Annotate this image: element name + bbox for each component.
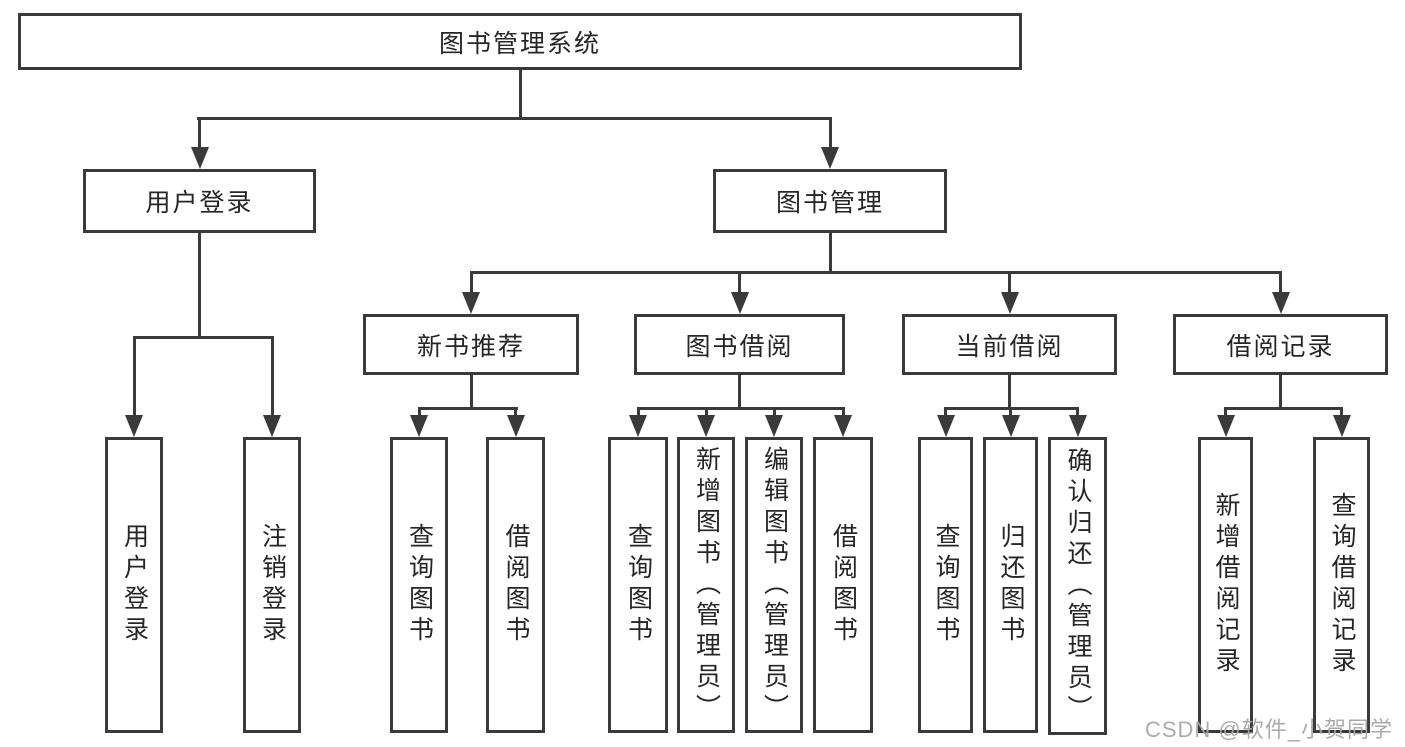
- node-current-borrowing: 当前借阅: [902, 314, 1117, 375]
- connector-line-v: [1009, 407, 1012, 417]
- leaf-borrow-books-recommend-label: 借阅图书: [502, 523, 530, 647]
- connector-line-h: [417, 407, 518, 410]
- leaf-confirm-return-admin: 确认归还（管理员）: [1048, 437, 1107, 735]
- node-borrowing-records: 借阅记录: [1173, 314, 1388, 375]
- node-book-borrowing-label: 图书借阅: [685, 332, 794, 361]
- connector-line-v: [841, 407, 845, 417]
- node-book-management: 图书管理: [713, 169, 947, 233]
- connector-line-v: [417, 407, 421, 417]
- connector-line-v: [636, 407, 640, 417]
- arrowhead-icon: [125, 415, 143, 437]
- connector-line-v: [944, 407, 947, 417]
- leaf-logout: 注销登录: [243, 437, 301, 733]
- leaf-query-books-borrowing: 查询图书: [608, 437, 668, 733]
- node-library-system-label: 图书管理系统: [438, 29, 601, 58]
- arrowhead-icon: [834, 415, 852, 437]
- arrowhead-icon: [1001, 415, 1020, 437]
- leaf-user-login-label: 用户登录: [120, 523, 149, 647]
- node-book-borrowing: 图书借阅: [634, 314, 845, 375]
- leaf-query-books-current-label: 查询图书: [932, 523, 960, 647]
- leaf-return-book: 归还图书: [983, 437, 1038, 733]
- connector-line-v: [1076, 407, 1079, 417]
- connector-line-v: [828, 117, 832, 149]
- leaf-user-login: 用户登录: [105, 437, 163, 733]
- leaf-add-borrow-record: 新增借阅记录: [1198, 437, 1253, 733]
- arrowhead-icon: [936, 415, 955, 437]
- arrowhead-icon: [1271, 292, 1290, 314]
- connector-line-v: [518, 70, 522, 119]
- node-borrowing-records-label: 借阅记录: [1226, 332, 1335, 361]
- connector-line-h: [469, 271, 1282, 274]
- node-user-login-label: 用户登录: [145, 189, 254, 217]
- arrowhead-icon: [263, 415, 281, 437]
- leaf-borrow-books-recommend: 借阅图书: [486, 437, 545, 733]
- leaf-logout-label: 注销登录: [258, 523, 287, 647]
- arrowhead-icon: [730, 292, 749, 314]
- leaf-borrow-books-borrowing: 借阅图书: [813, 437, 873, 733]
- leaf-query-borrow-record: 查询借阅记录: [1313, 437, 1370, 733]
- node-library-system: 图书管理系统: [18, 13, 1022, 70]
- connector-line-v: [738, 271, 741, 294]
- leaf-borrow-books-borrowing-label: 借阅图书: [829, 523, 858, 647]
- connector-line-v: [514, 407, 517, 417]
- leaf-query-books-recommend-label: 查询图书: [405, 523, 434, 647]
- node-new-book-recommendation: 新书推荐: [363, 314, 579, 375]
- connector-line-v: [1224, 407, 1227, 417]
- arrowhead-icon: [765, 415, 783, 437]
- leaf-query-borrow-record-label: 查询借阅记录: [1328, 492, 1356, 678]
- connector-line-v: [1279, 271, 1282, 294]
- leaf-query-books-recommend: 查询图书: [390, 437, 448, 733]
- arrowhead-icon: [1000, 292, 1019, 314]
- leaf-query-books-borrowing-label: 查询图书: [624, 523, 653, 647]
- connector-line-v: [198, 117, 201, 149]
- arrowhead-icon: [629, 415, 647, 437]
- leaf-confirm-return-admin-label: 确认归还（管理员）: [1064, 446, 1092, 726]
- node-new-book-recommendation-label: 新书推荐: [416, 332, 525, 361]
- connector-line-v: [270, 336, 274, 416]
- connector-line-v: [469, 375, 473, 409]
- connector-line-v: [828, 233, 832, 274]
- connector-line-v: [772, 407, 776, 417]
- connector-line-v: [1279, 375, 1282, 409]
- watermark: CSDN @软件_小贺同学: [1144, 717, 1393, 742]
- connector-line-h: [132, 336, 274, 339]
- leaf-add-borrow-record-label: 新增借阅记录: [1212, 492, 1240, 678]
- arrowhead-icon: [410, 415, 428, 437]
- connector-line-v: [738, 375, 741, 409]
- leaf-edit-book-admin-label: 编辑图书（管理员）: [760, 445, 789, 725]
- connector-line-v: [1340, 407, 1343, 417]
- leaf-add-book-admin-label: 新增图书（管理员）: [692, 445, 721, 725]
- connector-line-v: [1008, 271, 1011, 294]
- arrowhead-icon: [190, 147, 209, 169]
- arrowhead-icon: [697, 415, 715, 437]
- connector-line-h: [636, 407, 845, 410]
- connector-line-v: [1008, 375, 1011, 409]
- node-current-borrowing-label: 当前借阅: [955, 332, 1064, 361]
- leaf-add-book-admin: 新增图书（管理员）: [677, 437, 735, 733]
- node-user-login: 用户登录: [83, 169, 316, 233]
- arrowhead-icon: [506, 415, 525, 437]
- arrowhead-icon: [1216, 415, 1235, 437]
- arrowhead-icon: [821, 147, 839, 169]
- arrowhead-icon: [1068, 415, 1087, 437]
- connector-line-v: [704, 407, 708, 417]
- leaf-query-books-current: 查询图书: [918, 437, 973, 733]
- leaf-return-book-label: 归还图书: [997, 523, 1025, 647]
- connector-line-h: [1224, 407, 1343, 410]
- node-book-management-label: 图书管理: [775, 189, 884, 217]
- connector-line-v: [469, 271, 473, 294]
- leaf-edit-book-admin: 编辑图书（管理员）: [745, 437, 803, 733]
- connector-line-v: [198, 233, 201, 337]
- arrowhead-icon: [1332, 415, 1351, 437]
- connector-line-h: [196, 117, 832, 120]
- arrowhead-icon: [462, 292, 480, 314]
- connector-line-v: [132, 336, 136, 416]
